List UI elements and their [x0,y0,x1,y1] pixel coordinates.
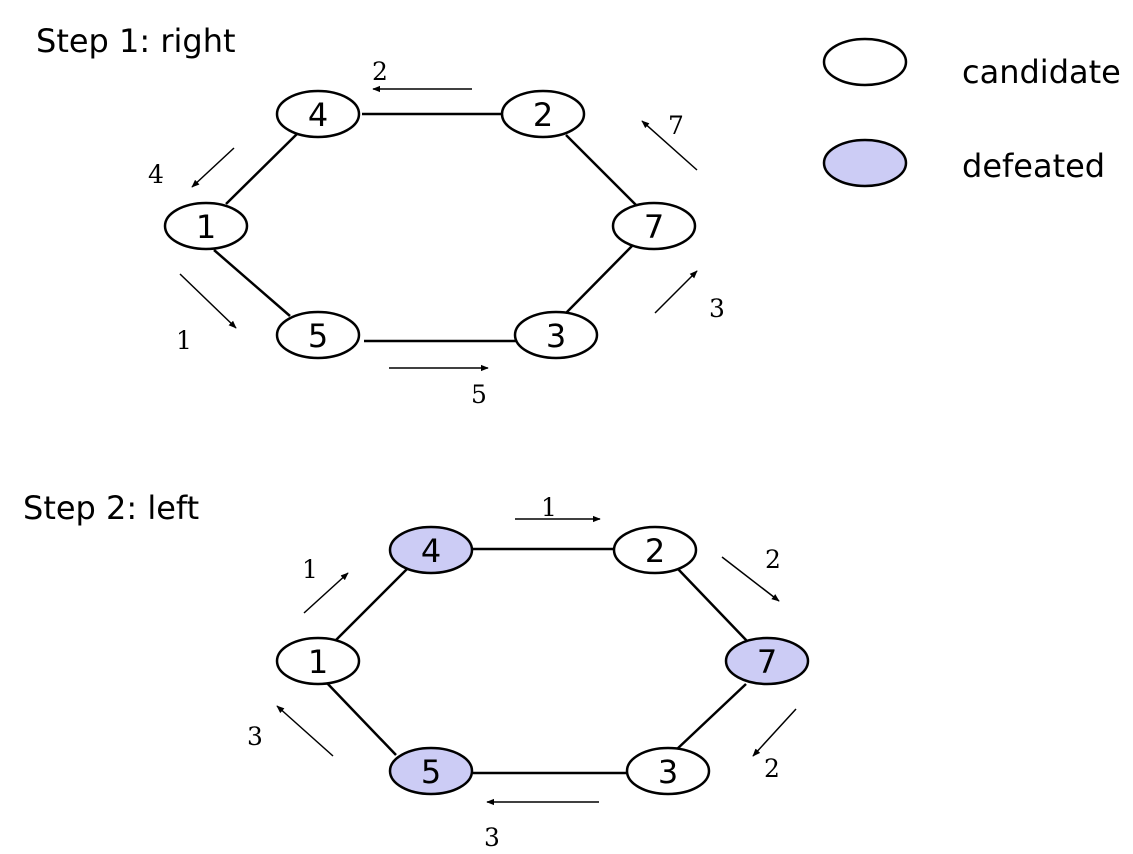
ring-node [500,89,586,139]
legend-defeated-label: defeated [962,147,1105,185]
step-1-ring-edges [213,112,637,343]
legend-candidate-label: candidate [962,53,1121,91]
message-label: 3 [247,722,263,751]
node-label: 3 [546,317,566,355]
ring-node [611,201,697,251]
ring-node [513,310,599,360]
legend-defeated-swatch [822,138,908,188]
message-label: 3 [709,294,725,323]
edge-1-4 [335,567,409,641]
node-label: 2 [533,96,553,134]
ring-node [612,525,698,575]
message-label: 5 [471,380,487,409]
edge-5-1 [325,681,397,756]
message-arrow [191,147,235,188]
edge-5-1 [213,249,291,317]
message-label: 2 [764,754,780,783]
message-arrow [179,273,237,329]
message-arrow [303,572,349,614]
message-label: 4 [148,160,164,189]
node-label: 5 [308,317,328,355]
step-1-title: Step 1: right [36,22,236,60]
step-2-ring-edges [325,547,748,775]
message-arrow [721,556,780,602]
message-arrow [752,708,797,757]
message-label: 7 [668,111,684,140]
message-label: 2 [765,545,781,574]
node-label: 4 [421,532,441,570]
node-label: 7 [757,643,777,681]
message-label: 1 [302,555,318,584]
legend: candidate defeated [822,37,1121,188]
step-1-message-arrows: 2 7 4 3 1 5 [148,57,725,409]
node-label: 1 [308,643,328,681]
message-label: 1 [176,326,192,355]
step-1-nodes: 4 2 1 7 5 3 [163,89,697,360]
node-label: 2 [645,532,665,570]
step-2-title: Step 2: left [23,489,199,527]
ring-node [163,201,249,251]
edge-7-3 [675,683,747,751]
edge-1-4 [225,130,301,205]
message-label: 2 [372,57,388,86]
node-label: 4 [308,96,328,134]
message-label: 3 [484,823,500,852]
ring-node [724,636,810,686]
message-label: 1 [541,493,557,522]
step-2-nodes: 4 2 1 7 5 3 [275,525,810,796]
message-arrow [276,705,334,757]
ring-node [388,525,474,575]
legend-candidate-swatch [822,37,908,87]
node-label: 1 [196,208,216,246]
ring-node [388,746,474,796]
node-label: 7 [644,208,664,246]
step-1: Step 1: right 4 2 1 7 5 3 [36,22,725,409]
message-arrow [654,270,698,314]
edge-7-3 [565,245,633,314]
edge-2-7 [565,134,637,206]
node-label: 5 [421,753,441,791]
ring-node [275,310,361,360]
step-2-message-arrows: 1 2 1 3 2 3 [247,493,797,852]
ring-node [625,746,711,796]
edge-2-7 [677,568,748,642]
ring-node [275,89,361,139]
message-arrow [641,120,698,171]
step-2: Step 2: left 4 2 1 7 5 3 [23,489,810,852]
ring-node [275,636,361,686]
node-label: 3 [658,753,678,791]
